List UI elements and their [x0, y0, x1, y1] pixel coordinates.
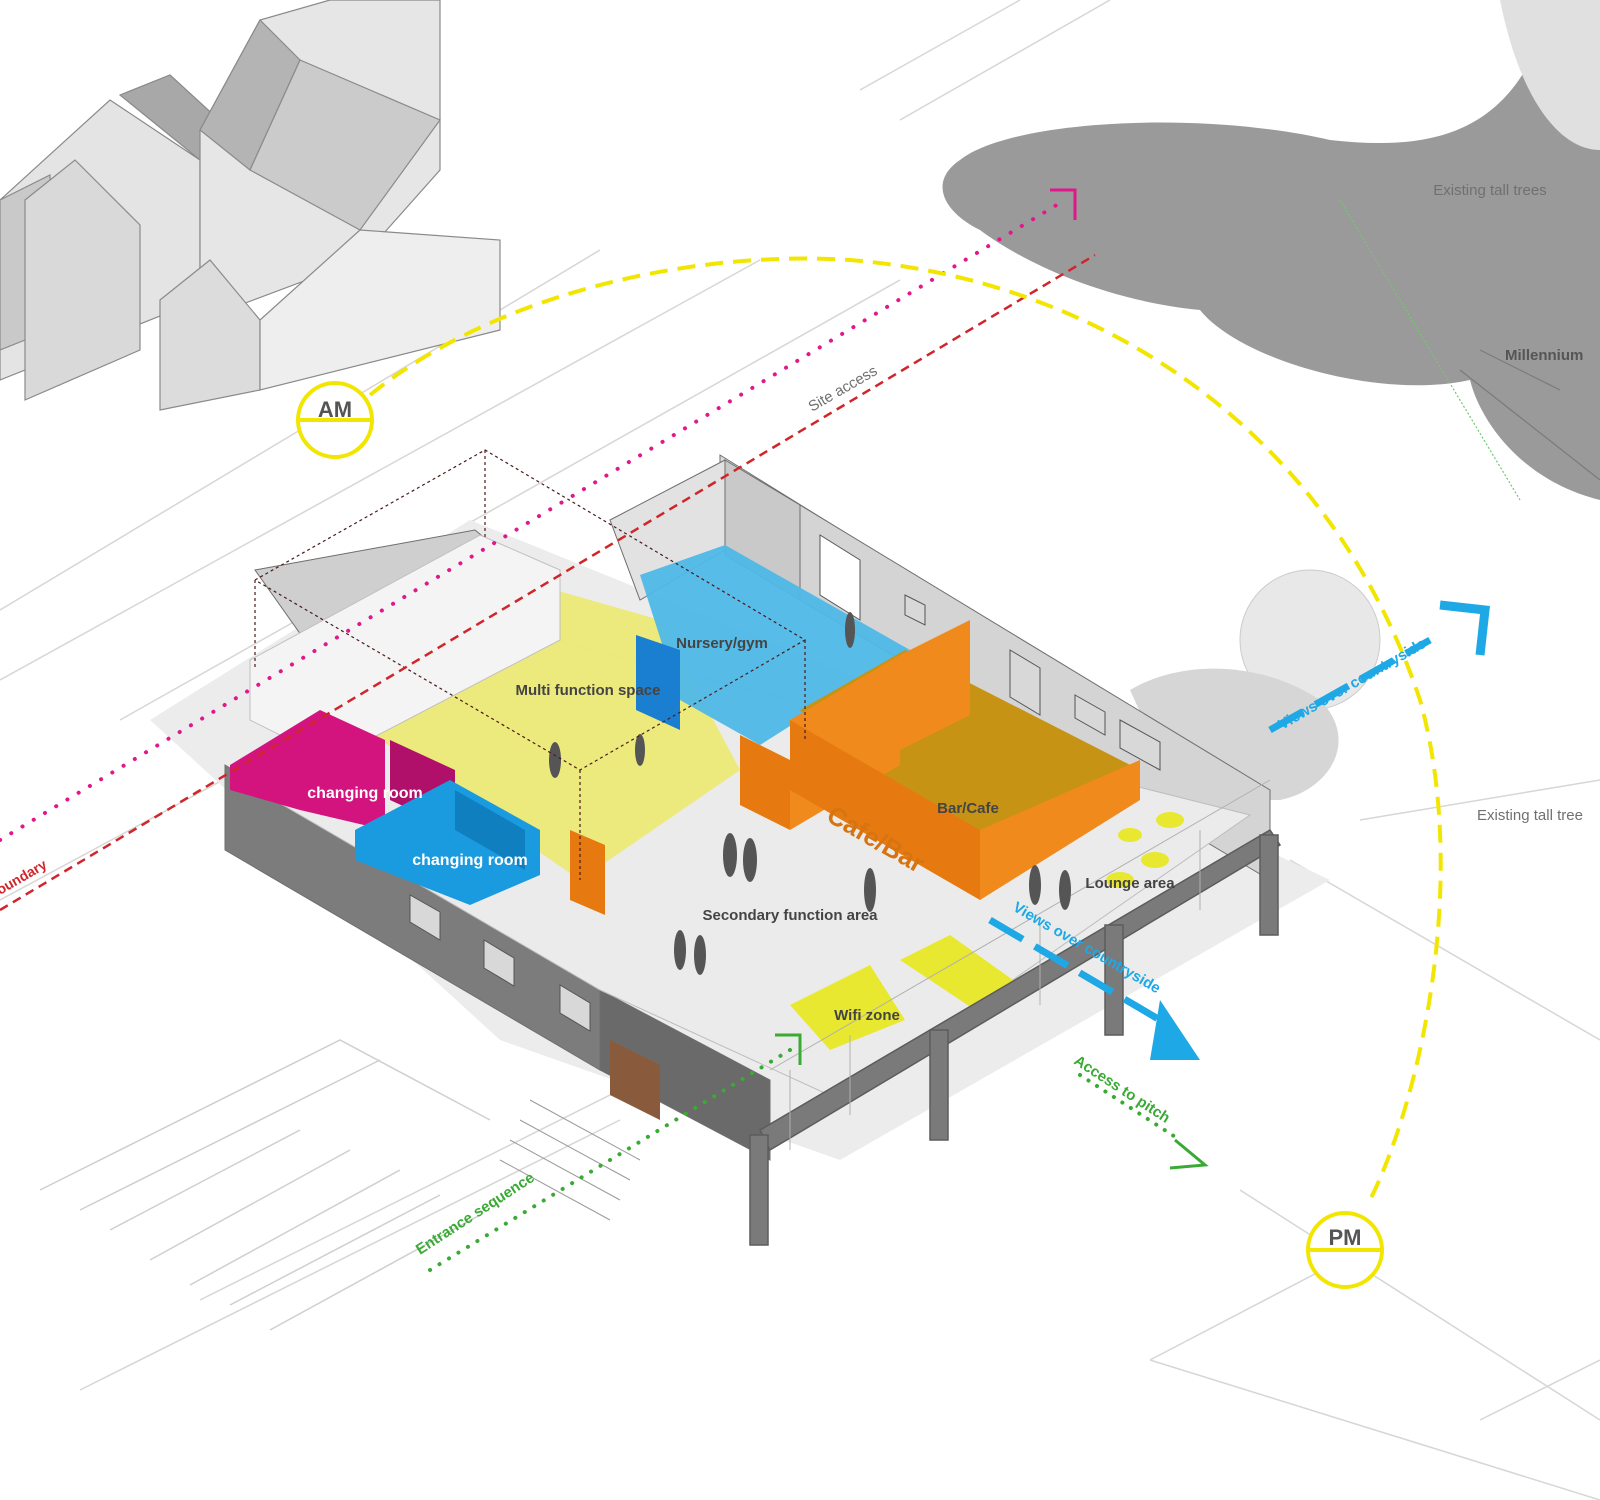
access-to-pitch-path	[1078, 1073, 1209, 1170]
wifi-sofa-2	[900, 935, 1020, 1010]
millennium-label: Millennium	[1505, 347, 1583, 364]
folding-screen-orange-right	[740, 735, 790, 830]
changing-room-blue-wall	[455, 790, 525, 870]
sun-path-arc	[368, 256, 1443, 1201]
terrace-glass-balustrade	[769, 779, 1271, 1150]
views-arrow-north	[1268, 600, 1490, 734]
existing-tall-tree-label: Existing tall tree	[1477, 807, 1583, 824]
site-access-line	[0, 198, 1067, 842]
people-figures	[549, 612, 1071, 975]
lounge-area-label: Lounge area	[1085, 875, 1175, 892]
existing-houses	[0, 0, 501, 411]
lounge-tables	[1106, 812, 1184, 888]
entrance-steps	[499, 1099, 641, 1221]
existing-tall-trees-label: Existing tall trees	[1433, 182, 1546, 199]
multi-function-space-label: Multi function space	[515, 682, 660, 699]
nursery-gym-zone	[640, 545, 910, 745]
bar-cafe-label: Bar/Cafe	[937, 800, 999, 817]
nursery-divider-screen	[636, 635, 680, 730]
folding-screen-orange-left	[570, 830, 605, 915]
pm-sun-marker: PM	[1306, 1211, 1384, 1289]
changing-room-blue-zone	[355, 780, 540, 905]
glass-screen-wall	[249, 534, 561, 761]
wifi-sofa-1	[790, 965, 905, 1050]
entrance-door	[610, 1040, 660, 1120]
terrace-structure	[749, 828, 1282, 1246]
tree-branch-lines	[1339, 199, 1600, 501]
wall-windows	[409, 534, 1161, 1032]
secondary-function-area-label: Secondary function area	[702, 907, 878, 924]
pm-label: PM	[1329, 1225, 1362, 1250]
bar-cafe-back-wall	[900, 620, 970, 750]
existing-trees	[942, 0, 1600, 500]
bar-cafe-front-counter	[790, 720, 980, 900]
bar-cafe-side-counter	[980, 760, 1140, 900]
changing-room-magenta-label: changing room	[307, 785, 423, 802]
parking-bays	[39, 1039, 491, 1331]
site-boundary-line	[0, 253, 1096, 912]
site-access-arrowhead	[1050, 188, 1077, 220]
access-to-pitch-label: Access to pitch	[1071, 1052, 1173, 1127]
entrance-sequence-path	[428, 1033, 802, 1272]
wifi-zone-label: Wifi zone	[834, 1007, 900, 1024]
views-arrow-south	[988, 916, 1200, 1060]
changing-room-magenta-zone	[230, 710, 385, 830]
nursery-gym-label: Nursery/gym	[676, 635, 768, 652]
changing-room-blue-label: changing room	[412, 852, 528, 869]
am-label: AM	[318, 397, 352, 422]
roof-outline-dashed	[254, 449, 807, 880]
am-sun-marker: AM	[296, 381, 374, 459]
